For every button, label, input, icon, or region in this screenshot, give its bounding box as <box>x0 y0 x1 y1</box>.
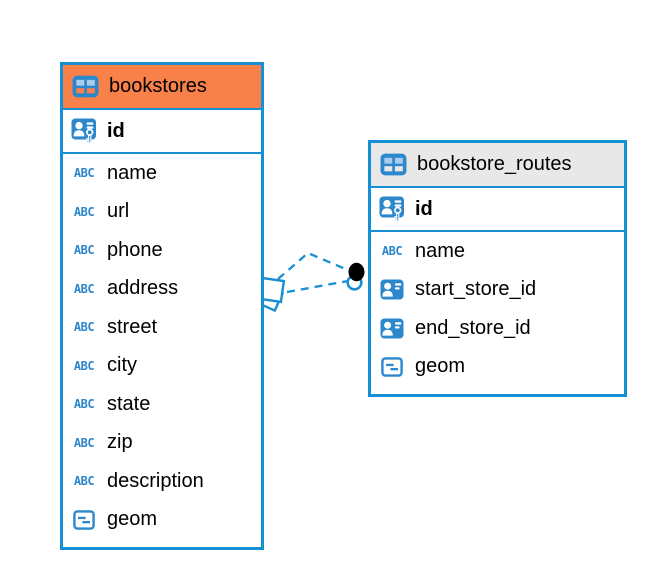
text-type-icon: ABC <box>381 244 403 259</box>
column-name: end_store_id <box>415 316 531 339</box>
text-type-icon: ABC <box>73 204 95 219</box>
column-name: name <box>107 161 158 184</box>
table-title: bookstores <box>109 75 207 97</box>
column-row[interactable]: id <box>371 188 624 232</box>
text-type-icon: ABC <box>73 243 95 258</box>
relationship-target-anchor[interactable] <box>346 262 365 291</box>
column-name: state <box>107 392 151 415</box>
table-bookstores[interactable]: bookstores id ABC name ABC url ABC phone… <box>60 62 264 550</box>
column-name: start_store_id <box>415 278 537 301</box>
column-name: name <box>415 239 466 262</box>
column-row[interactable]: ABC address <box>63 270 261 309</box>
column-list: ABC name start_store_id end_store_id ge <box>371 232 624 394</box>
text-type-icon: ABC <box>73 474 95 489</box>
column-name: description <box>107 469 204 492</box>
primary-key-icon <box>70 118 98 145</box>
text-type-icon: ABC <box>73 358 95 373</box>
reference-type-icon <box>378 279 406 300</box>
text-type-icon: ABC <box>73 166 95 181</box>
column-row[interactable]: id <box>63 110 261 154</box>
table-icon <box>379 153 407 176</box>
column-name: address <box>107 277 179 300</box>
table-title: bookstore_routes <box>417 153 572 175</box>
table-icon <box>71 75 99 98</box>
text-type-icon: ABC <box>73 281 95 296</box>
relationship-line-upper[interactable] <box>277 251 351 280</box>
column-name: id <box>415 197 433 220</box>
column-name: city <box>107 354 137 377</box>
column-row[interactable]: ABC state <box>63 385 261 424</box>
table-header[interactable]: bookstore_routes <box>371 143 624 188</box>
reference-type-icon <box>378 318 406 339</box>
column-row[interactable]: start_store_id <box>371 271 624 310</box>
table-header[interactable]: bookstores <box>63 65 261 110</box>
text-type-icon: ABC <box>73 397 95 412</box>
column-name: zip <box>107 431 133 454</box>
column-row[interactable]: ABC url <box>63 193 261 232</box>
geometry-type-icon <box>70 510 98 530</box>
text-type-icon: ABC <box>73 435 95 450</box>
column-row[interactable]: ABC zip <box>63 424 261 463</box>
primary-key-icon <box>378 196 406 223</box>
table-bookstore-routes[interactable]: bookstore_routes id ABC name start_store… <box>368 140 627 397</box>
column-row[interactable]: ABC street <box>63 308 261 347</box>
column-row[interactable]: ABC phone <box>63 231 261 270</box>
column-name: street <box>107 315 158 338</box>
column-list: ABC name ABC url ABC phone ABC address A… <box>63 154 261 547</box>
column-name: id <box>107 119 125 142</box>
column-row[interactable]: end_store_id <box>371 309 624 348</box>
column-row[interactable]: geom <box>371 348 624 387</box>
column-row[interactable]: ABC name <box>63 154 261 193</box>
column-row[interactable]: ABC description <box>63 462 261 501</box>
text-type-icon: ABC <box>73 320 95 335</box>
column-row[interactable]: ABC city <box>63 347 261 386</box>
column-row[interactable]: geom <box>63 501 261 540</box>
column-name: geom <box>107 508 158 531</box>
column-name: url <box>107 200 130 223</box>
column-name: geom <box>415 355 466 378</box>
column-row[interactable]: ABC name <box>371 232 624 271</box>
relationship-line-lower[interactable] <box>286 279 349 294</box>
column-name: phone <box>107 238 163 261</box>
geometry-type-icon <box>378 357 406 377</box>
